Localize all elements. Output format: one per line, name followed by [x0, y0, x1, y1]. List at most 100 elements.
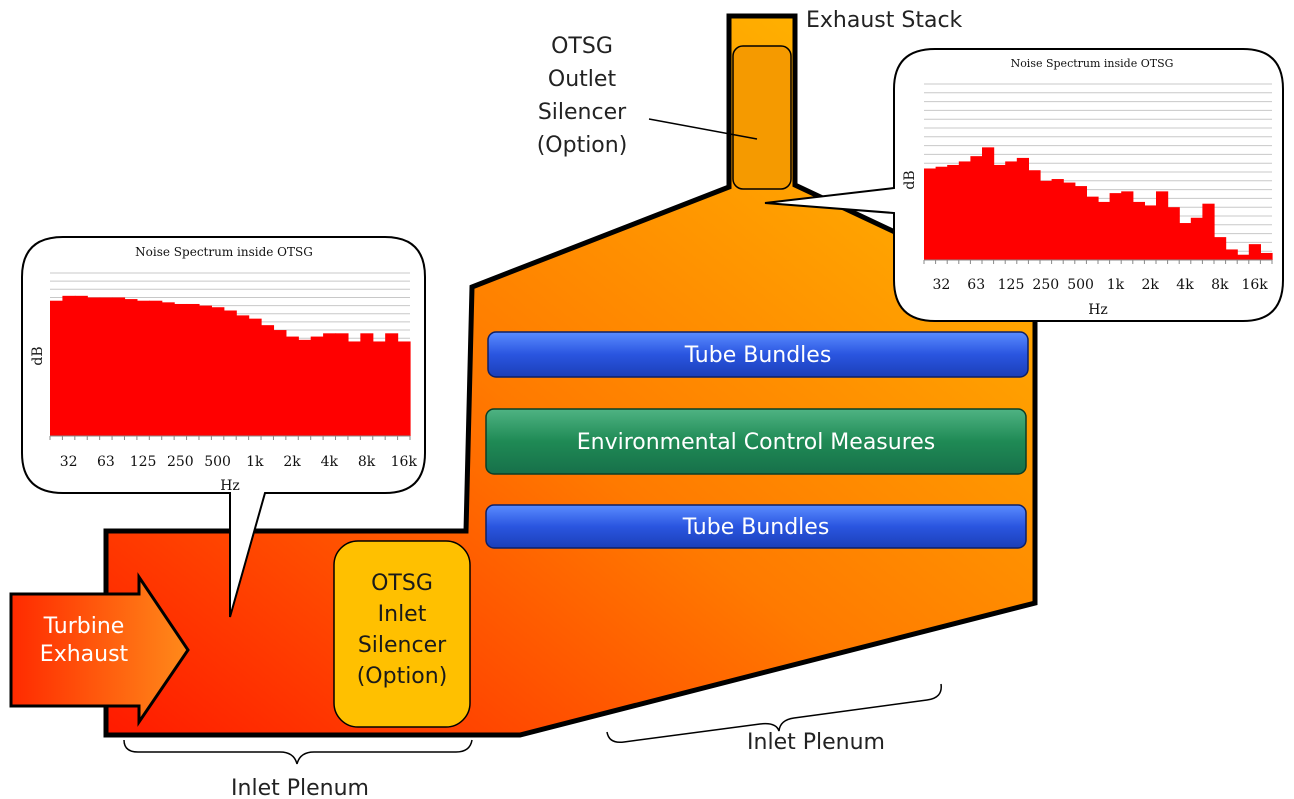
- turbine-exhaust-label-1: Turbine: [43, 614, 125, 639]
- spectrum-bar: [198, 305, 212, 436]
- x-tick-label: 63: [97, 454, 115, 470]
- spectrum-bar: [161, 302, 175, 436]
- x-tick-label: 1k: [1107, 277, 1125, 293]
- spectrum-bar: [223, 310, 237, 436]
- spectrum-bar: [298, 339, 312, 436]
- spectrum-bar: [1132, 201, 1145, 260]
- spectrum-bar: [924, 168, 937, 260]
- inlet-plenum-left-label: Inlet Plenum: [231, 776, 369, 799]
- x-tick-label: 2k: [283, 454, 301, 470]
- x-tick-label: 4k: [1176, 277, 1194, 293]
- inlet-silencer-label-1: OTSG: [371, 571, 433, 596]
- inlet-plenum-brace-left: Inlet Plenum: [123, 739, 473, 799]
- spectrum-bar: [285, 336, 299, 436]
- x-tick-label: 16k: [391, 454, 418, 470]
- spectrum-bar: [1121, 191, 1134, 260]
- x-tick-label: 500: [204, 454, 231, 470]
- x-tick-label: 250: [167, 454, 194, 470]
- chart-title: Noise Spectrum inside OTSG: [1011, 57, 1174, 70]
- outlet-silencer-label-1: OTSG: [551, 34, 613, 59]
- spectrum-bar: [1248, 244, 1261, 260]
- outlet-silencer-label-4: (Option): [537, 133, 628, 158]
- x-tick-label: 32: [60, 454, 78, 470]
- spectrum-bar: [347, 341, 361, 436]
- spectrum-bar: [993, 164, 1006, 260]
- spectrum-bar: [1016, 157, 1029, 260]
- spectrum-bar: [1040, 180, 1053, 260]
- x-axis-label: Hz: [220, 478, 240, 494]
- spectrum-bar: [136, 300, 150, 436]
- spectrum-bar: [1063, 182, 1076, 260]
- spectrum-bar: [947, 164, 960, 260]
- x-tick-label: 125: [130, 454, 157, 470]
- tube-bundles-bottom-label: Tube Bundles: [682, 515, 830, 540]
- x-tick-label: 2k: [1142, 277, 1160, 293]
- outlet-silencer-label-2: Outlet: [548, 67, 617, 92]
- x-tick-label: 125: [998, 277, 1025, 293]
- spectrum-bar: [1098, 201, 1111, 260]
- spectrum-chart-right: Noise Spectrum inside OTSG 32 63 125 250 500 1…: [902, 57, 1273, 318]
- x-tick-label: 1k: [246, 454, 264, 470]
- outlet-silencer-leader-line: [648, 118, 758, 140]
- outlet-silencer-callout: OTSG Outlet Silencer (Option): [537, 34, 758, 158]
- spectrum-bar: [1214, 237, 1227, 260]
- spectrum-bar: [1051, 179, 1064, 260]
- spectrum-bar: [323, 333, 337, 436]
- spectrum-bar: [970, 156, 983, 260]
- outlet-silencer-label-3: Silencer: [538, 100, 627, 125]
- x-tick-label: 16k: [1241, 277, 1268, 293]
- turbine-exhaust-label-2: Exhaust: [40, 642, 129, 667]
- spectrum-bar: [50, 300, 64, 436]
- spectrum-bar: [124, 299, 138, 436]
- x-tick-label: 500: [1067, 277, 1094, 293]
- x-tick-label: 8k: [1211, 277, 1229, 293]
- spectrum-bar: [1190, 217, 1203, 260]
- inlet-silencer-label-3: Silencer: [358, 633, 447, 658]
- spectrum-bar: [186, 303, 200, 436]
- inlet-silencer-label-2: Inlet: [378, 602, 427, 627]
- spectrum-bar: [360, 333, 374, 436]
- spectrum-bar: [1202, 203, 1215, 260]
- x-tick-label: 8k: [358, 454, 376, 470]
- spectrum-bar: [1109, 193, 1122, 260]
- spectrum-bar: [1074, 186, 1087, 260]
- spectrum-bar: [1237, 254, 1250, 260]
- spectrum-bar: [1179, 223, 1192, 260]
- x-tick-label: 250: [1032, 277, 1059, 293]
- spectrum-bar: [62, 295, 76, 436]
- spectrum-bar: [273, 330, 287, 436]
- spectrum-bar: [211, 307, 225, 436]
- spectrum-callout-left: Noise Spectrum inside OTSG 32 63 125 250 500 1…: [21, 236, 426, 618]
- inlet-plenum-brace-right: Inlet Plenum: [606, 683, 942, 755]
- y-axis-label: dB: [902, 170, 918, 189]
- spectrum-bar: [982, 147, 995, 260]
- spectrum-bar: [1028, 170, 1041, 260]
- spectrum-callout-right: Noise Spectrum inside OTSG 32 63 125 250 500 1…: [764, 48, 1284, 322]
- spectrum-bar: [1144, 205, 1157, 260]
- chart-title: Noise Spectrum inside OTSG: [135, 245, 313, 259]
- inlet-plenum-right-label: Inlet Plenum: [747, 730, 885, 755]
- spectrum-bar: [335, 333, 349, 436]
- spectrum-bar: [1260, 252, 1273, 260]
- exhaust-stack-label: Exhaust Stack: [806, 8, 963, 33]
- inlet-silencer: OTSG Inlet Silencer (Option): [333, 540, 471, 728]
- tube-bundles-top-label: Tube Bundles: [684, 343, 832, 368]
- spectrum-bar: [935, 166, 948, 260]
- spectrum-bar: [397, 341, 411, 436]
- spectrum-bar: [261, 325, 275, 436]
- spectrum-bar: [1167, 207, 1180, 260]
- spectrum-bar: [310, 336, 324, 436]
- spectrum-bar: [174, 303, 188, 436]
- spectrum-bar: [99, 297, 113, 436]
- spectrum-bar: [112, 297, 126, 436]
- x-tick-label: 32: [932, 277, 950, 293]
- spectrum-bar: [1225, 249, 1238, 260]
- spectrum-chart-left: Noise Spectrum inside OTSG 32 63 125 250 500 1…: [30, 245, 417, 494]
- spectrum-bar: [236, 315, 250, 436]
- x-tick-label: 63: [967, 277, 985, 293]
- tube-bundles-bottom: Tube Bundles: [485, 504, 1027, 549]
- spectrum-bar: [248, 318, 262, 436]
- spectrum-bar: [149, 300, 163, 436]
- spectrum-bar: [87, 297, 101, 436]
